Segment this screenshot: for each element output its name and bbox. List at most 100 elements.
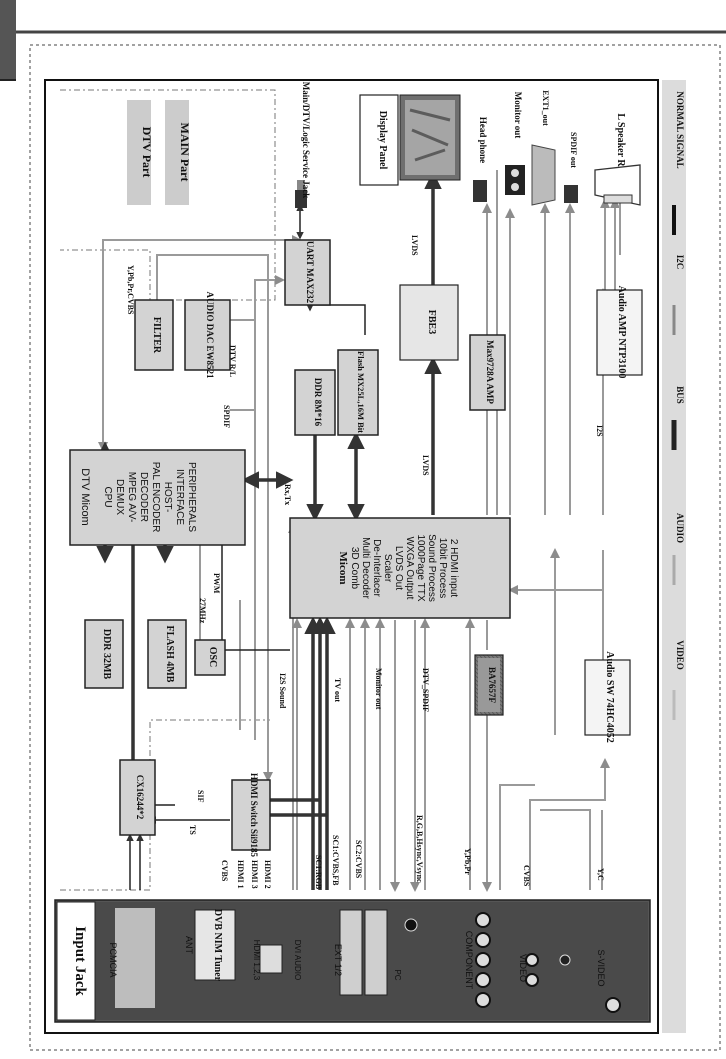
svg-text:Max9728A AMP: Max9728A AMP <box>485 340 495 404</box>
sig-spdif: SPDIF <box>222 405 231 428</box>
legend-audio: AUDIO <box>672 513 685 585</box>
hdmi-switch-block: HDMI Switch Sii9185 <box>231 773 271 858</box>
svg-text:UART MAX232: UART MAX232 <box>305 241 315 304</box>
ext1-out: EXT1_out <box>531 90 556 206</box>
sig-monitor-out: Monitor out <box>374 668 383 710</box>
sig-pwm: PWM <box>212 573 221 594</box>
svg-text:SPDIF out: SPDIF out <box>569 132 578 168</box>
sig-27mhz: 27MHz <box>198 598 207 624</box>
svg-text:Audio SW 74HC4052: Audio SW 74HC4052 <box>604 651 615 743</box>
svg-text:MAIN Part: MAIN Part <box>178 123 192 182</box>
svg-text:COMPONENT: COMPONENT <box>464 931 474 990</box>
sig-dtv-spdif: DTV_SPDIF <box>421 668 430 712</box>
svg-text:Head phone: Head phone <box>478 117 488 163</box>
input-jack-panel: Input Jack PCMCIA ANT DVB NIM Tuner HDMI… <box>54 899 651 1023</box>
ddr8-block: DDR 8M*16 <box>294 369 336 436</box>
video-jacks <box>525 953 571 987</box>
sig-sc1-cvbs: SC1:CVBS,FB <box>331 835 340 886</box>
svg-text:AUDIO DAC EW8521: AUDIO DAC EW8521 <box>205 291 215 379</box>
dtv-micom-block <box>69 449 246 546</box>
svg-text:CX16244*2: CX16244*2 <box>135 775 145 820</box>
osc-block: OSC <box>194 639 226 676</box>
micom-line-3: De-Interlacer <box>371 539 382 597</box>
dtv-micom-line-1: CPU <box>102 486 113 507</box>
svg-text:Monitor out: Monitor out <box>513 92 523 139</box>
signal-labels: Y,Pb,Pr,CVBS DTV R/L SPDIF Rx,Tx LVDS LV… <box>126 235 605 890</box>
dtv-micom-line-2: DEMUX <box>114 479 125 515</box>
dtv-micom-text: DTV Micom CPU DEMUX MPEG A/V- DECODER PA… <box>79 462 197 533</box>
monitor-out: Monitor out <box>505 92 525 195</box>
micom-line-10: 2 HDMI input <box>448 539 459 598</box>
svg-text:HDMI Switch Sii9185: HDMI Switch Sii9185 <box>249 773 259 858</box>
main-part-label: MAIN Part <box>165 100 192 205</box>
sig-lvds: LVDS <box>421 455 430 476</box>
flash16-block: Flash MX25L,16M Bit <box>337 349 379 436</box>
legend-bus: BUS <box>671 386 685 450</box>
svg-text:DVB NIM Tuner: DVB NIM Tuner <box>212 909 223 982</box>
ddr32-block: DDR 32MB <box>84 619 124 689</box>
svg-text:Main/DTV/Logic Service Jack: Main/DTV/Logic Service Jack <box>301 82 311 199</box>
svg-text:EXT1_out: EXT1_out <box>541 90 550 126</box>
svg-text:DVI AUDIO: DVI AUDIO <box>293 940 302 980</box>
sig-cvbs-2: CVBS <box>522 865 531 887</box>
sig-hdmi2: HDMI 2 <box>263 860 272 889</box>
sig-ypbpr: Y,Pb,Pr <box>463 848 472 875</box>
svg-text:FLASH 4MB: FLASH 4MB <box>164 626 175 683</box>
sig-i2s: I2S <box>595 425 604 437</box>
sig-sif: SIF <box>196 790 205 803</box>
sig-rxtx: Rx,Tx <box>283 484 292 505</box>
sig-yc: Y,C <box>596 868 605 881</box>
micom-line-7: 1000Page TTX <box>415 534 426 601</box>
dtv-part-label: DTV Part <box>127 100 154 205</box>
dtv-micom-line-3: MPEG A/V- <box>126 472 137 523</box>
filter-block: FILTER <box>134 299 174 371</box>
page-header <box>0 0 726 81</box>
dtv-micom-line-4: DECODER <box>138 472 149 522</box>
dtv-micom-line-7: INTERFACE <box>174 469 185 525</box>
sig-dtv-rl: DTV R/L <box>228 345 237 377</box>
audio-sw-block: Audio SW 74HC4052 <box>584 651 631 743</box>
main-region-border <box>60 719 270 891</box>
svg-text:S-VIDEO: S-VIDEO <box>596 949 606 986</box>
dtv-micom-line-5: PAL ENCODER <box>150 462 161 533</box>
svg-text:DTV Part: DTV Part <box>140 127 154 178</box>
svg-text:VIDEO: VIDEO <box>518 954 528 982</box>
micom-line-8: Sound Process <box>426 534 437 602</box>
input-jack-title: Input Jack <box>72 926 88 996</box>
svg-text:ANT: ANT <box>184 936 194 955</box>
ba7657f-block: BA7657F <box>474 654 504 716</box>
svg-text:FILTER: FILTER <box>151 317 162 354</box>
micom-title: Micom <box>337 552 349 585</box>
cx-block: CX16244*2 <box>119 759 156 836</box>
sig-sc1-rgb: SC1:RGB <box>314 855 323 890</box>
legend-i2c-label: I2C <box>675 255 685 270</box>
sig-lvds-top: LVDS <box>410 235 419 256</box>
svg-text:Flash MX25L,16M Bit: Flash MX25L,16M Bit <box>356 351 366 433</box>
svg-text:PCMCIA: PCMCIA <box>108 942 118 977</box>
svg-text:Audio AMP NTP3100: Audio AMP NTP3100 <box>616 286 627 379</box>
headphone: Head phone <box>473 117 488 202</box>
svg-text:EXT 1/2: EXT 1/2 <box>333 944 343 976</box>
micom-text: Micom 3D Comb Multi Decoder De-Interlace… <box>337 534 459 602</box>
legend: NORMAL SIGNAL I2C BUS AUDIO VIDEO <box>662 80 686 1033</box>
sig-tv-out: TV out <box>333 678 342 702</box>
speaker: L Speaker R <box>594 113 641 206</box>
audio-dac-block: AUDIO DAC EW8521 <box>184 291 231 379</box>
svg-text:OSC: OSC <box>207 647 218 668</box>
sig-hdmi1: HDMI 1 <box>236 860 245 889</box>
legend-normal-signal: NORMAL SIGNAL <box>672 91 685 235</box>
flash4-block: FLASH 4MB <box>147 619 187 689</box>
outer-frame <box>29 44 721 1051</box>
svg-text:DDR 32MB: DDR 32MB <box>101 629 112 680</box>
svg-text:Display Panel: Display Panel <box>377 111 388 170</box>
sig-i2s-sound: I2S Sound <box>278 673 287 709</box>
svg-text:L Speaker R: L Speaker R <box>615 113 626 167</box>
display-panel: Display Panel <box>359 94 461 186</box>
micom-line-9: 10bit Process <box>437 538 448 599</box>
micom-line-1: 3D Comb <box>349 547 360 590</box>
svg-text:HDMI 1,2,3: HDMI 1,2,3 <box>252 940 261 981</box>
fbe3-block: FBE3 <box>399 284 459 361</box>
sig-sc2-cvbs: SC2:CVBS <box>354 840 363 879</box>
sig-ypbpr-cvbs: Y,Pb,Pr,CVBS <box>126 265 135 315</box>
